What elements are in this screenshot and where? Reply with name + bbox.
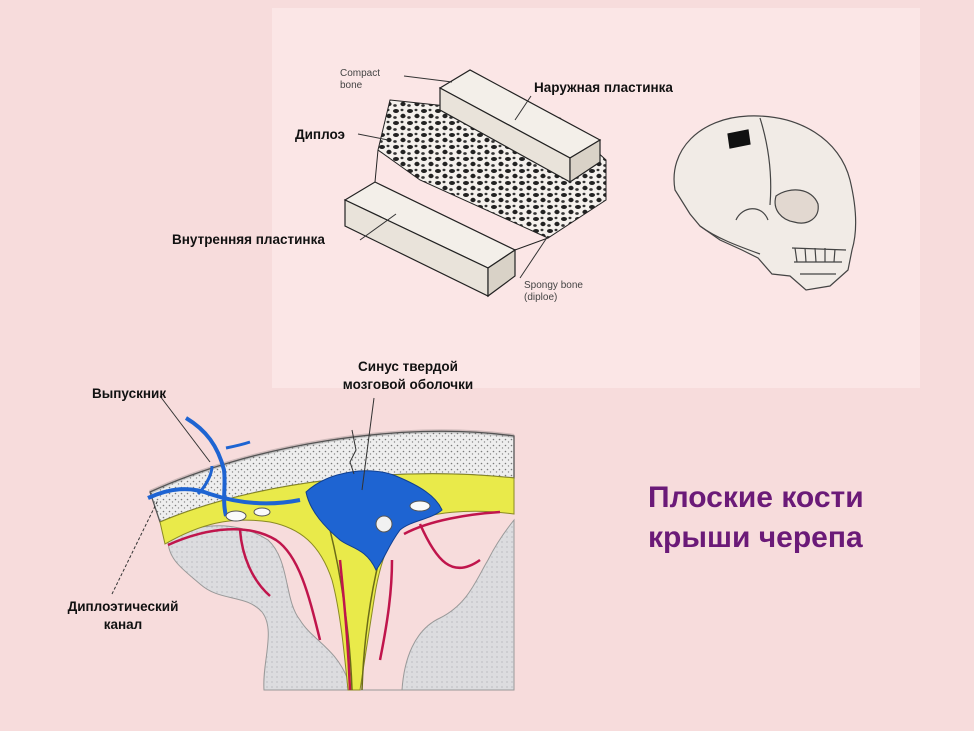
slide-title-line1: Плоские кости	[648, 481, 864, 514]
emissary-label: Выпускник	[92, 386, 167, 401]
inner-plate-block	[343, 149, 549, 298]
dura-mater	[159, 473, 515, 691]
compact-bone-label: Compact bone	[340, 68, 381, 91]
sinus-label: Синус твердой мозговой оболочки	[342, 359, 474, 392]
inner-plate-label: Внутренняя пластинка	[172, 232, 325, 247]
diploe-label: Диплоэ	[295, 127, 345, 142]
diploic-canal	[147, 487, 301, 506]
slide-title-line2: крыши черепа	[648, 521, 863, 554]
slide-title: Плоские кости крыши черепа	[648, 478, 864, 558]
skull-illustration	[673, 115, 857, 291]
top-leader-lines	[357, 75, 549, 279]
emissary-vein	[184, 416, 228, 517]
outer-plate-label: Наружная пластинка	[534, 80, 673, 95]
outer-table-line	[149, 429, 515, 494]
brain-cortex	[167, 518, 515, 691]
skull-roof-section	[147, 416, 515, 691]
bottom-leader-lines	[111, 395, 375, 595]
dural-sinus	[305, 470, 443, 571]
cortical-vessels	[167, 510, 501, 691]
outer-plate-block	[438, 69, 602, 184]
diploic-canal-label: Диплоэтический канал	[67, 599, 179, 632]
granulations	[225, 500, 431, 522]
spongy-bone-label: Spongy bone (diploe)	[524, 280, 583, 303]
